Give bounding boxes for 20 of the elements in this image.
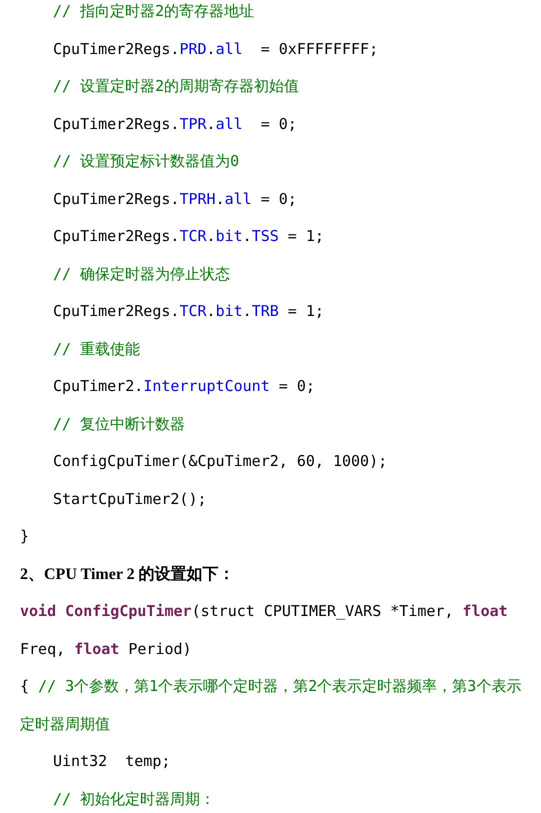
code-line: Uint32 temp; [53,751,170,772]
code-line: } [20,526,30,547]
code-comment: // 设置定时器2的周期寄存器初始值 [53,76,300,97]
code-line: ConfigCpuTimer(&CpuTimer2, 60, 1000); [53,451,388,472]
code-comment: // 初始化定时器周期： [53,788,216,810]
code-line: CpuTimer2Regs.PRD.all = 0xFFFFFFFF; [53,38,378,60]
code-line: StartCpuTimer2(); [53,488,207,510]
code-comment: // 指向定时器2的寄存器地址 [53,1,254,22]
code-line: CpuTimer2.InterruptCount = 0; [53,376,315,397]
code-comment: // 重载使能 [53,338,140,360]
code-comment: // 复位中断计数器 [53,414,186,434]
function-signature: void ConfigCpuTimer(struct CPUTIMER_VARS *Timer, float Freq, float Period) [20,601,509,660]
code-comment: // 设置预定标计数器值为0 [53,151,240,172]
section-heading: 2、CPU Timer 2 的设置如下： [20,564,235,584]
code-line: CpuTimer2Regs.TCR.bit.TRB = 1; [53,301,324,322]
code-comment: // 确保定时器为停止状态 [53,264,230,284]
code-line: CpuTimer2Regs.TCR.bit.TSS = 1; [53,226,324,247]
code-line: CpuTimer2Regs.TPR.all = 0; [53,114,297,134]
code-line: CpuTimer2Regs.TPRH.all = 0; [53,188,297,210]
code-line: { // 3个参数，第1个表示哪个定时器，第2个表示定时器频率，第3个表示定时器周期值 [20,676,522,734]
